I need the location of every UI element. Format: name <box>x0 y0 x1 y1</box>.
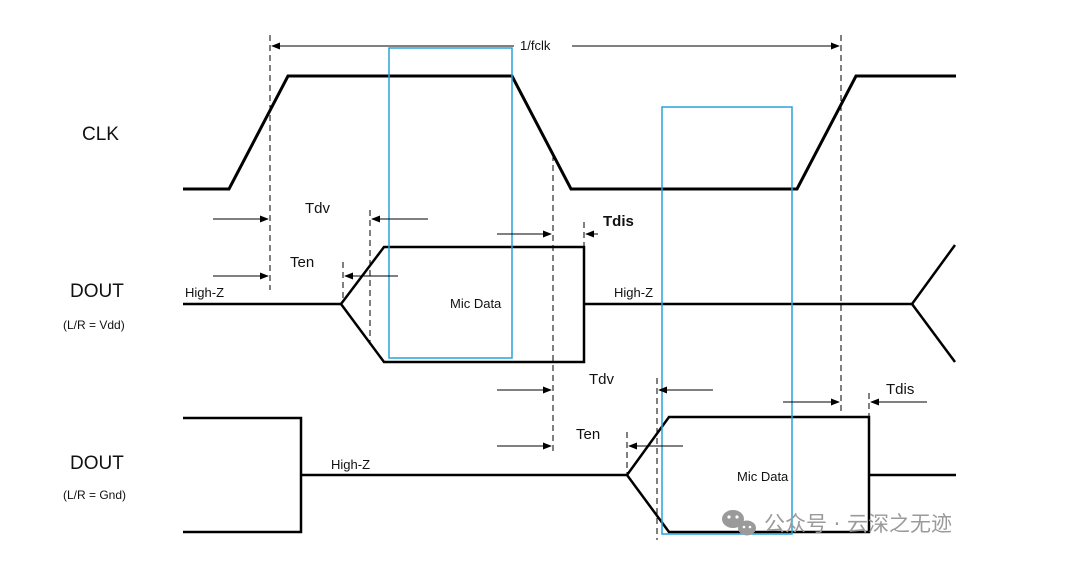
tdv-bottom-label: Tdv <box>589 371 615 388</box>
highlight-box-right <box>661 106 793 535</box>
timing-arrows <box>213 42 927 450</box>
clk-waveform <box>183 74 956 191</box>
dout-gnd-label: DOUT <box>70 453 124 474</box>
tdis-top-label: Tdis <box>603 213 634 230</box>
tdv-top-label: Tdv <box>305 200 331 217</box>
reference-dashed-lines <box>269 35 870 540</box>
tdis-bottom-label: Tdis <box>886 381 914 398</box>
highz-label-2: High-Z <box>614 285 653 300</box>
dout-vdd-sublabel: (L/R = Vdd) <box>63 318 125 332</box>
ten-bottom-label: Ten <box>576 426 600 443</box>
period-label: 1/fclk <box>520 38 551 53</box>
watermark-text: 公众号 · 云深之无迹 <box>764 512 952 536</box>
watermark: 公众号 · 云深之无迹 <box>722 510 952 536</box>
wechat-icon <box>722 510 756 536</box>
dout-vdd-label: DOUT <box>70 281 124 302</box>
mic-data-label-2: Mic Data <box>737 469 789 484</box>
ten-top-label: Ten <box>290 254 314 271</box>
dout-vdd-waveform <box>183 244 957 364</box>
highlight-box-left <box>388 47 513 359</box>
clk-label: CLK <box>82 124 119 145</box>
highz-label-3: High-Z <box>331 457 370 472</box>
mic-data-label-1: Mic Data <box>450 296 502 311</box>
highz-label-1: High-Z <box>185 285 224 300</box>
dout-gnd-sublabel: (L/R = Gnd) <box>63 488 126 502</box>
